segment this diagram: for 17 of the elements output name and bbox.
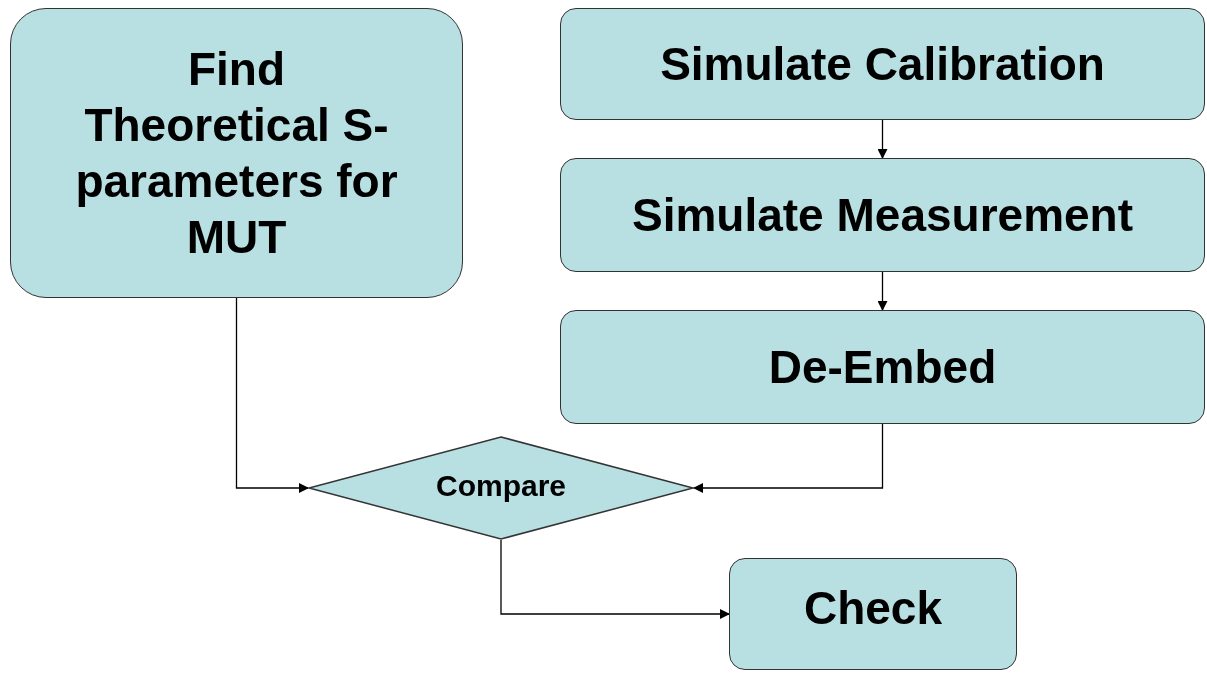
process-box bbox=[560, 158, 1205, 272]
arrow bbox=[877, 271, 888, 311]
decision-diamond bbox=[308, 436, 694, 540]
process-box bbox=[10, 8, 463, 298]
node-label: Find Theoretical S-parameters for MUT bbox=[74, 42, 399, 265]
arrow bbox=[877, 119, 888, 159]
arrow bbox=[500, 539, 730, 619]
node-label: Simulate Measurement bbox=[631, 189, 1134, 241]
node-label: Check bbox=[803, 582, 943, 634]
process-box bbox=[729, 558, 1017, 670]
node-label: Simulate Calibration bbox=[660, 38, 1105, 90]
process-box bbox=[560, 8, 1205, 120]
node-label: De-Embed bbox=[768, 341, 997, 393]
arrow bbox=[693, 423, 884, 493]
arrow bbox=[235, 297, 309, 493]
process-box bbox=[560, 310, 1205, 424]
node-label: Compare bbox=[435, 468, 566, 504]
